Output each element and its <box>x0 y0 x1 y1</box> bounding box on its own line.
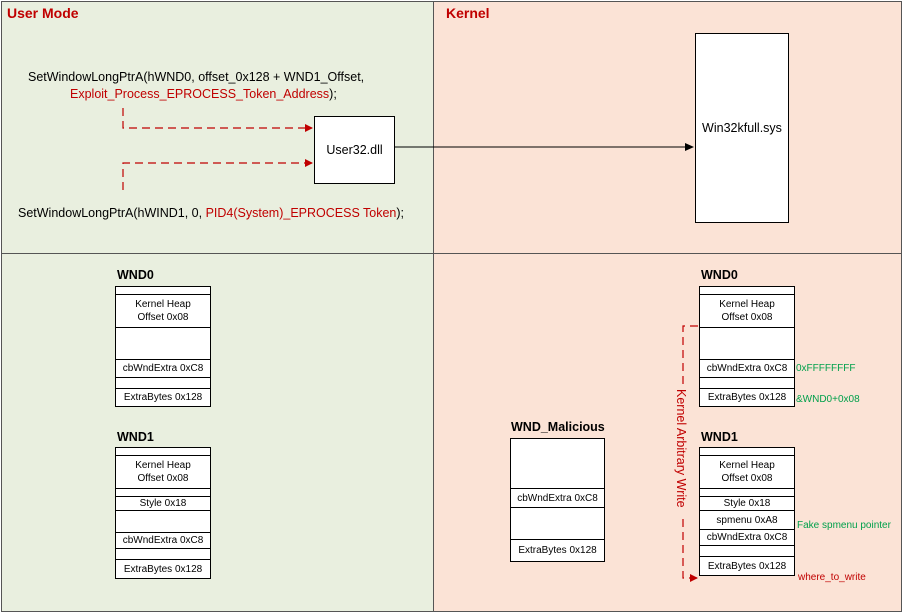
left-wnd0-struct: Kernel Heap Offset 0x08 cbWndExtra 0xC8 … <box>115 286 211 407</box>
left-wnd1-struct: Kernel Heap Offset 0x08 Style 0x18 cbWnd… <box>115 447 211 579</box>
call1-line2: Exploit_Process_EPROCESS_Token_Address); <box>70 87 337 101</box>
struct-cell <box>115 510 211 533</box>
kernel-heap-cell: Kernel Heap Offset 0x08 <box>699 455 795 489</box>
malicious-struct: cbWndExtra 0xC8 ExtraBytes 0x128 <box>510 438 605 562</box>
kernel-heap-cell: Kernel Heap Offset 0x08 <box>115 455 211 489</box>
extrabytes-cell: ExtraBytes 0x128 <box>510 539 605 562</box>
cbwndextra-cell: cbWndExtra 0xC8 <box>510 488 605 508</box>
extrabytes-cell: ExtraBytes 0x128 <box>699 388 795 407</box>
fake-spmenu-annotation: Fake spmenu pointer <box>797 520 891 531</box>
style-cell: Style 0x18 <box>699 496 795 511</box>
left-wnd1-title: WND1 <box>117 430 154 444</box>
malicious-title: WND_Malicious <box>511 420 605 434</box>
cbwndextra-cell: cbWndExtra 0xC8 <box>115 359 211 378</box>
wnd0-plus-08-annotation: &WND0+0x08 <box>796 394 860 405</box>
call2-line: SetWindowLongPtrA(hWIND1, 0, PID4(System… <box>18 206 404 220</box>
spmenu-cell: spmenu 0xA8 <box>699 510 795 530</box>
user-memory-panel <box>1 253 434 612</box>
style-cell: Style 0x18 <box>115 496 211 511</box>
right-wnd0-struct: Kernel Heap Offset 0x08 cbWndExtra 0xC8 … <box>699 286 795 407</box>
arbitrary-write-label: Kernel Arbitrary Write <box>674 389 688 508</box>
call2-red-arg: PID4(System)_EPROCESS Token <box>205 206 397 220</box>
kernel-title: Kernel <box>446 5 490 21</box>
cbwndextra-cell: cbWndExtra 0xC8 <box>699 359 795 378</box>
left-wnd0-title: WND0 <box>117 268 154 282</box>
cbwndextra-cell: cbWndExtra 0xC8 <box>699 529 795 546</box>
call1-line1: SetWindowLongPtrA(hWND0, offset_0x128 + … <box>28 70 365 84</box>
ffff-annotation: 0xFFFFFFFF <box>796 363 856 374</box>
right-wnd1-struct: Kernel Heap Offset 0x08 Style 0x18 spmen… <box>699 447 795 576</box>
kernel-panel <box>433 1 902 254</box>
extrabytes-cell: ExtraBytes 0x128 <box>115 559 211 579</box>
user32-dll-box: User32.dll <box>314 116 395 184</box>
cbwndextra-cell: cbWndExtra 0xC8 <box>115 532 211 549</box>
kernel-heap-cell: Kernel Heap Offset 0x08 <box>115 294 211 328</box>
struct-cell <box>115 327 211 360</box>
kernel-heap-cell: Kernel Heap Offset 0x08 <box>699 294 795 328</box>
call1-red-arg: Exploit_Process_EPROCESS_Token_Address <box>70 87 330 101</box>
right-wnd1-title: WND1 <box>701 430 738 444</box>
user-mode-title: User Mode <box>7 5 79 21</box>
extrabytes-cell: ExtraBytes 0x128 <box>115 388 211 407</box>
struct-cell <box>510 507 605 540</box>
call1-suffix: ); <box>329 87 337 101</box>
extrabytes-cell: ExtraBytes 0x128 <box>699 556 795 576</box>
right-wnd0-title: WND0 <box>701 268 738 282</box>
call2-prefix: SetWindowLongPtrA(hWIND1, 0, <box>18 206 206 220</box>
call2-suffix: ); <box>396 206 405 220</box>
struct-cell <box>699 327 795 360</box>
struct-cell <box>510 438 605 489</box>
win32kfull-sys-box: Win32kfull.sys <box>695 33 789 223</box>
where-to-write-annotation: where_to_write <box>798 572 866 583</box>
kernel-memory-panel <box>433 253 902 612</box>
